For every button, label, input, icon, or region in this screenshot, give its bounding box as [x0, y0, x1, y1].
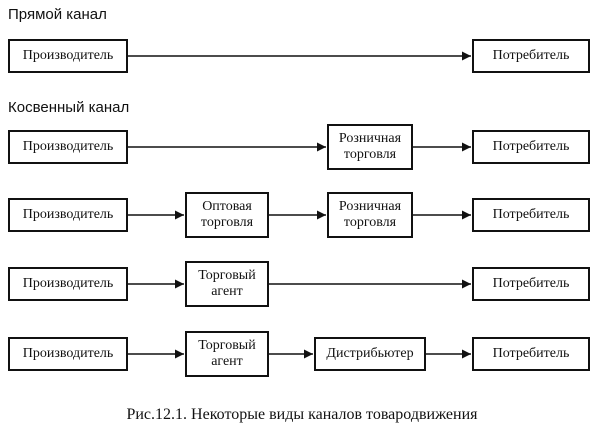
row5-producer-box: Производитель: [8, 337, 128, 371]
row3-producer-box: Производитель: [8, 198, 128, 232]
row4-agent-box: Торговый агент: [185, 261, 269, 307]
row5-consumer-box: Потребитель: [472, 337, 590, 371]
row3-consumer-box: Потребитель: [472, 198, 590, 232]
row5-agent-box: Торговый агент: [185, 331, 269, 377]
row2-consumer-box: Потребитель: [472, 130, 590, 164]
direct-channel-heading: Прямой канал: [8, 6, 107, 23]
row2-producer-box: Производитель: [8, 130, 128, 164]
row3-retail-box: Розничная торговля: [327, 192, 413, 238]
row1-consumer-box: Потребитель: [472, 39, 590, 73]
row1-producer-box: Производитель: [8, 39, 128, 73]
row5-distributor-box: Дистрибьютер: [314, 337, 426, 371]
figure-caption: Рис.12.1. Некоторые виды каналов товарод…: [126, 406, 478, 423]
row3-wholesale-box: Оптовая торговля: [185, 192, 269, 238]
row4-producer-box: Производитель: [8, 267, 128, 301]
indirect-channel-heading: Косвенный канал: [8, 99, 130, 116]
row4-consumer-box: Потребитель: [472, 267, 590, 301]
row2-retail-box: Розничная торговля: [327, 124, 413, 170]
